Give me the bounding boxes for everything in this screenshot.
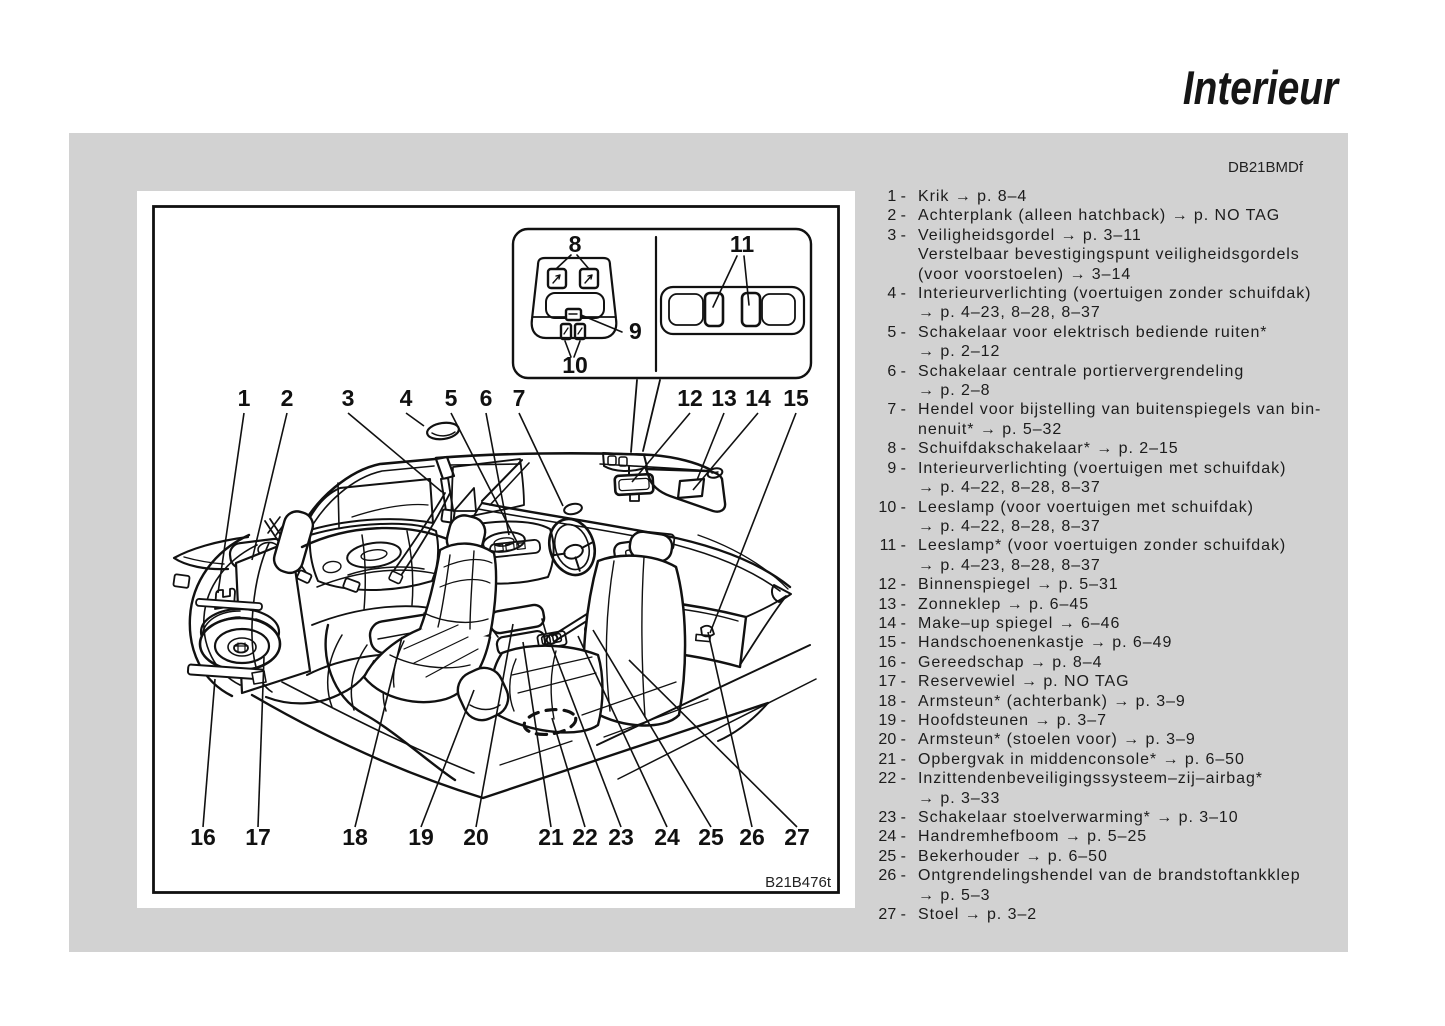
- svg-text:17: 17: [245, 824, 271, 850]
- svg-text:25: 25: [698, 824, 724, 850]
- svg-text:B21B476t: B21B476t: [765, 874, 832, 891]
- svg-text:5: 5: [445, 385, 458, 411]
- svg-text:20: 20: [463, 824, 489, 850]
- svg-text:4: 4: [400, 385, 413, 411]
- svg-text:6: 6: [480, 385, 493, 411]
- svg-text:1: 1: [238, 385, 251, 411]
- svg-text:22: 22: [572, 824, 598, 850]
- svg-text:10: 10: [562, 352, 588, 378]
- svg-text:12: 12: [677, 385, 703, 411]
- svg-text:14: 14: [745, 385, 771, 411]
- svg-text:21: 21: [538, 824, 564, 850]
- svg-text:2: 2: [281, 385, 294, 411]
- svg-text:24: 24: [654, 824, 680, 850]
- svg-text:3: 3: [342, 385, 355, 411]
- svg-text:16: 16: [190, 824, 216, 850]
- svg-text:11: 11: [730, 231, 755, 257]
- svg-text:8: 8: [569, 231, 582, 257]
- svg-text:9: 9: [629, 318, 642, 344]
- svg-text:15: 15: [783, 385, 809, 411]
- svg-text:18: 18: [342, 824, 368, 850]
- svg-text:23: 23: [608, 824, 634, 850]
- svg-text:13: 13: [711, 385, 737, 411]
- svg-text:7: 7: [513, 385, 526, 411]
- svg-text:19: 19: [408, 824, 434, 850]
- svg-text:26: 26: [739, 824, 765, 850]
- svg-text:27: 27: [784, 824, 810, 850]
